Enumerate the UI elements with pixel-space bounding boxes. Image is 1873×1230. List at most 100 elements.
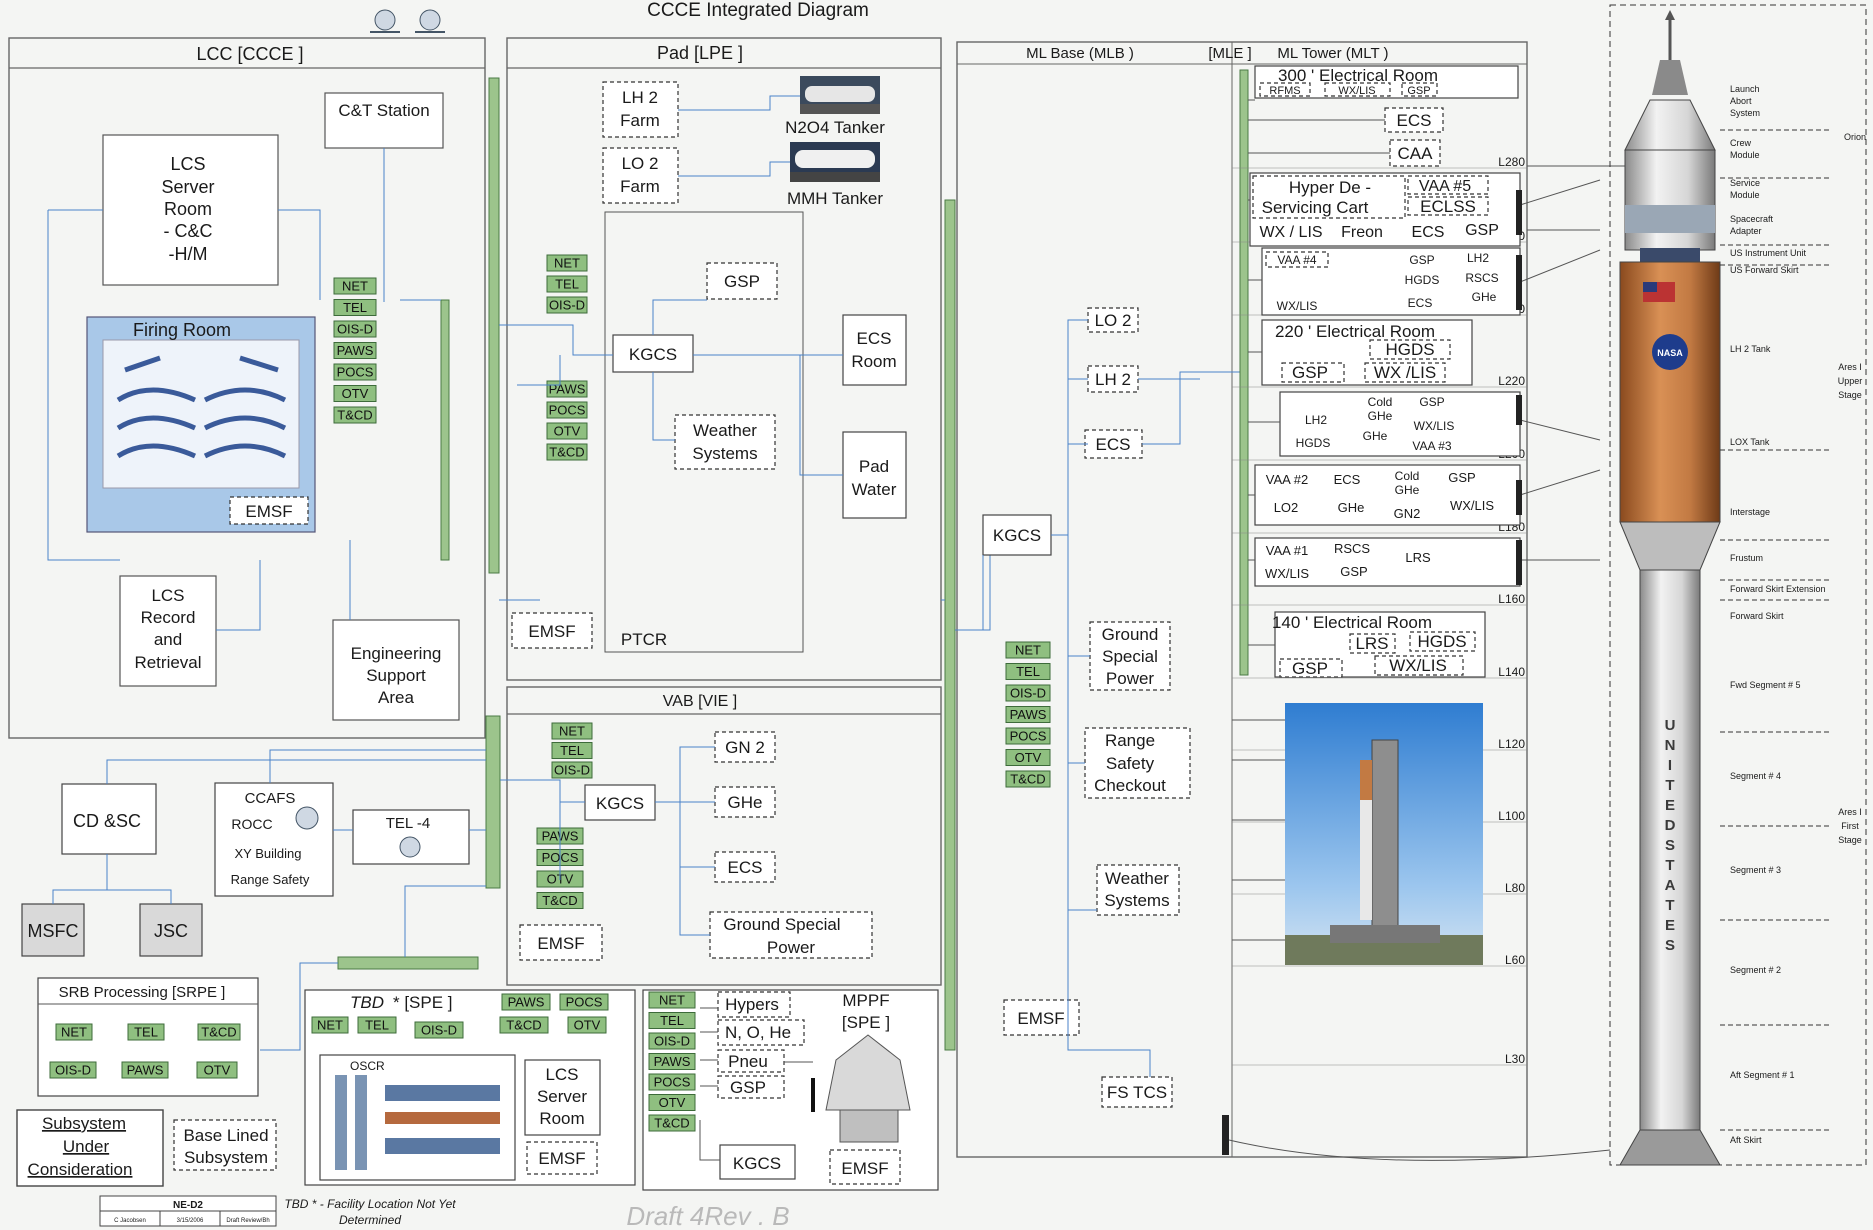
level-label: L120 xyxy=(1498,737,1525,751)
signal-chip: OIS-D xyxy=(1005,684,1051,702)
vab-ghe-label: GHe xyxy=(728,793,763,812)
legend-under-box xyxy=(16,1109,164,1187)
cart-line: Hyper De - xyxy=(1289,178,1371,197)
signal-chip-label: NET xyxy=(554,256,580,271)
revision-stamp: NE-D2 C Jacobsen 3/15/2006 Draft Review/… xyxy=(99,1195,277,1227)
mlb-kgcs-label: KGCS xyxy=(993,526,1041,545)
l260-item: ECS xyxy=(1408,296,1433,310)
signal-chip-label: NET xyxy=(559,724,585,739)
signal-chip-label: OIS-D xyxy=(1010,686,1046,701)
firing-room-panel: Firing Room EMSF xyxy=(86,316,316,533)
cdsc-box: CD &SC xyxy=(61,783,157,855)
rocket-segment-label: Fwd Segment # 5 xyxy=(1730,680,1801,690)
oscr-label: OSCR xyxy=(350,1059,385,1073)
signal-chip-label: TEL xyxy=(660,1013,684,1028)
l180-item: GHe xyxy=(1395,483,1420,497)
signal-chip: NET xyxy=(333,277,377,295)
signal-chip-label: POCS xyxy=(654,1075,691,1090)
l260-item: HGDS xyxy=(1405,273,1440,287)
mlt-ecs-box: ECS xyxy=(1384,107,1444,133)
firing-room-label: Firing Room xyxy=(133,320,231,340)
ecs-room-box: ECS Room xyxy=(842,314,907,386)
tbd-server-line: LCS xyxy=(545,1065,578,1084)
vab-gsp-box: Ground Special Power xyxy=(709,911,873,959)
pad-kgcs-label: KGCS xyxy=(629,345,677,364)
side-label: Stage xyxy=(1838,390,1862,400)
server-room-line: - C&C xyxy=(164,221,213,241)
signal-chip-label: OIS-D xyxy=(549,298,585,313)
diagram-title: CCCE Integrated Diagram xyxy=(647,0,869,21)
server-room-line: Room xyxy=(164,199,212,219)
umbilical-plate xyxy=(1516,190,1522,235)
title-icons xyxy=(370,9,445,33)
rocket-segment-label: Crew xyxy=(1730,138,1752,148)
signal-chip-label: POCS xyxy=(337,365,374,380)
rocket-segment-label: Aft Skirt xyxy=(1730,1135,1762,1145)
mppf-label: MPPF xyxy=(842,991,889,1010)
mlb-kgcs-box: KGCS xyxy=(982,514,1052,556)
legend-under-line: Consideration xyxy=(28,1160,133,1179)
signal-chip: POCS xyxy=(546,401,588,419)
signal-chip: TEL xyxy=(648,1012,696,1029)
signal-chip: OIS-D xyxy=(414,1021,464,1039)
umbilical-plate xyxy=(1516,395,1522,425)
l200-item: LH2 xyxy=(1305,413,1327,427)
cart-line: Servicing Cart xyxy=(1262,198,1369,217)
signal-chip-label: OIS-D xyxy=(654,1034,690,1049)
signal-chip-label: TEL xyxy=(1016,664,1040,679)
rocc-label: ROCC xyxy=(231,816,272,832)
signal-chip: NET xyxy=(546,254,588,272)
eclss-label: ECLSS xyxy=(1420,197,1476,216)
tbd-lcs-server-box: LCS Server Room xyxy=(524,1059,601,1136)
l180-item: GSP xyxy=(1448,470,1475,485)
mppf-kgcs-label: KGCS xyxy=(733,1154,781,1173)
pad-weather-line: Weather xyxy=(693,421,757,440)
rocket-segment-label: Abort xyxy=(1730,96,1752,106)
l200-item: GHe xyxy=(1363,429,1388,443)
l180-item: WX/LIS xyxy=(1450,498,1494,513)
cdsc-label: CD &SC xyxy=(73,811,141,831)
l200-item: GSP xyxy=(1419,395,1444,409)
rocket-letter: T xyxy=(1665,897,1674,914)
signal-chip: T&CD xyxy=(546,443,588,461)
signal-chip: PAWS xyxy=(333,342,377,359)
rocket-segment-label: Segment # 4 xyxy=(1730,771,1781,781)
mlb-ecs-box: ECS xyxy=(1084,429,1143,459)
mlb-emsf-box: EMSF xyxy=(1003,999,1080,1036)
firing-emsf-label: EMSF xyxy=(245,502,292,521)
ecs-room-line: Room xyxy=(851,352,896,371)
l160-item: RSCS xyxy=(1334,541,1370,556)
tbd-footnote-line: Determined xyxy=(339,1213,401,1227)
mmh-tanker-label: MMH Tanker xyxy=(787,189,883,208)
l260-item: GSP xyxy=(1409,253,1434,267)
main-bus-upper xyxy=(488,77,500,574)
signal-chip-label: OIS-D xyxy=(554,763,590,778)
cart-row-item: WX / LIS xyxy=(1259,224,1322,241)
signal-chip: OTV xyxy=(1005,749,1051,766)
lh2-farm-line: Farm xyxy=(620,111,660,130)
l200-item: VAA #3 xyxy=(1412,439,1451,453)
er220-label: 220 ' Electrical Room xyxy=(1275,322,1435,341)
mlb-range-line: Checkout xyxy=(1094,776,1166,795)
lcc-region: LCC [CCCE ] C&T Station LCS Server Room … xyxy=(8,37,486,739)
signal-chip-label: TEL xyxy=(560,743,584,758)
signal-chip-label: NET xyxy=(317,1018,343,1033)
msfc-label: MSFC xyxy=(28,921,79,941)
signal-chip-label: T&CD xyxy=(542,893,577,908)
rocket-frame xyxy=(1609,4,1867,1166)
xy-building-label: XY Building xyxy=(235,846,302,861)
signal-chip: NET xyxy=(648,991,696,1009)
l180-item: GHe xyxy=(1338,500,1365,515)
l200-box: Cold GHe GSP LH2 WX/LIS HGDS GHe VAA #3 xyxy=(1279,391,1521,457)
signal-chip-label: TEL xyxy=(134,1025,158,1040)
l260-box: VAA #4 GSP LH2 HGDS RSCS ECS GHe WX/LIS xyxy=(1261,247,1521,316)
signal-chip: NET xyxy=(1005,641,1051,659)
rocket-segment-label: Adapter xyxy=(1730,226,1762,236)
signal-chip: NET xyxy=(311,1016,349,1034)
n2o4-tanker-photo xyxy=(800,76,880,114)
rocket-letter: E xyxy=(1665,797,1675,814)
mppf-hypers-label: Hypers xyxy=(725,995,779,1014)
rocket-segment-label: LOX Tank xyxy=(1730,437,1770,447)
